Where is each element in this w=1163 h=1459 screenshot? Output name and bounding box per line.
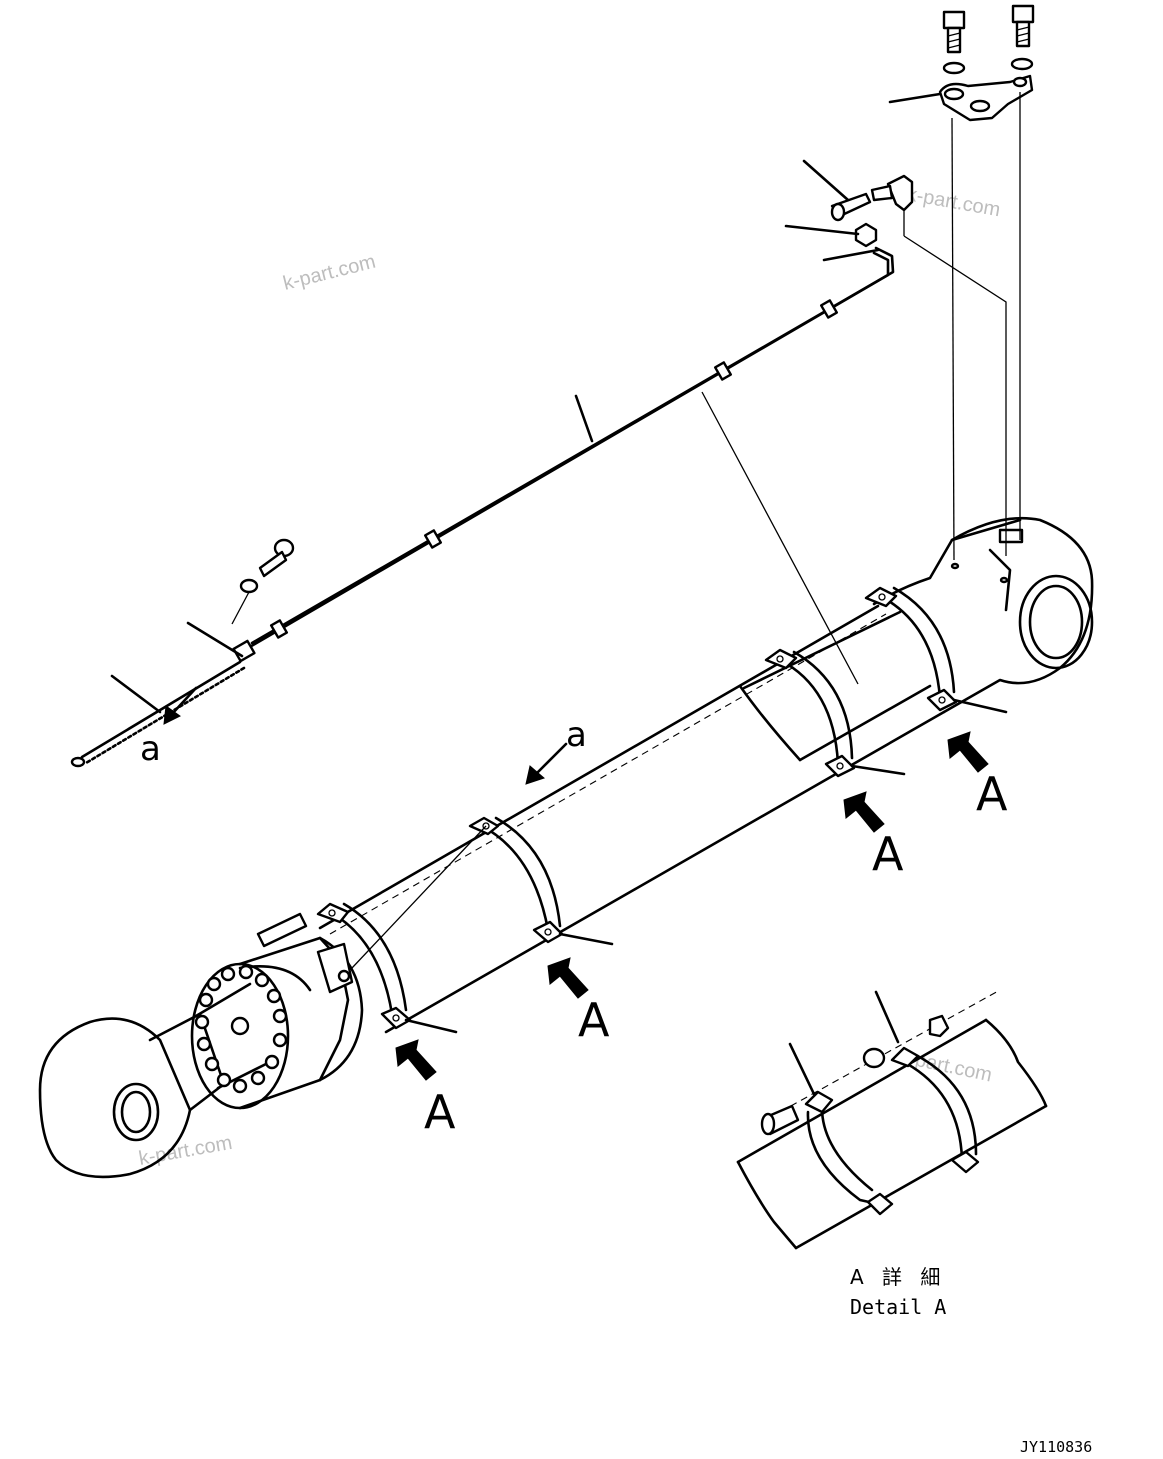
view-arrow-1 <box>395 1039 437 1081</box>
clamp-3 <box>764 648 856 778</box>
projection-lines <box>351 92 1021 969</box>
leader-clamp-2 <box>558 932 614 946</box>
watermark-1: k-part.com <box>281 251 378 295</box>
section-label-a-right: a <box>566 715 587 755</box>
view-label-4: A <box>976 767 1008 821</box>
leader-nut <box>784 224 860 236</box>
watermark-2: k-part.com <box>905 183 1002 221</box>
detail-title-en: Detail A <box>850 1295 946 1319</box>
grease-elbow-fitting <box>870 174 914 236</box>
leader-spring-hose <box>110 674 162 714</box>
view-arrow-4 <box>947 731 989 773</box>
clamp-4 <box>864 586 958 712</box>
section-a-arrow-left <box>163 686 198 725</box>
grease-tube <box>246 246 895 650</box>
cylinder-gland <box>190 912 364 1110</box>
hose-fitting <box>830 192 872 222</box>
leader-plate <box>888 92 942 104</box>
top-washer-right <box>1010 57 1034 71</box>
clamp-1 <box>316 902 412 1030</box>
leader-end-fitting <box>186 621 244 658</box>
detail-title-jp: A 詳 細 <box>850 1265 946 1289</box>
nut-fitting <box>854 222 878 248</box>
view-arrow-3 <box>843 791 885 833</box>
top-washer-left <box>942 61 966 75</box>
tube-bolt <box>258 538 295 578</box>
leader-clamp-3 <box>850 764 906 776</box>
detail-a-view <box>736 989 1048 1250</box>
view-arrow-2 <box>547 957 589 999</box>
clamp-2 <box>468 816 564 944</box>
top-bolt-left <box>942 10 966 54</box>
leader-hose-fitting <box>802 159 850 202</box>
mounting-plate <box>938 74 1034 122</box>
tube-washer <box>239 578 259 594</box>
view-label-3: A <box>872 827 904 881</box>
watermarks: k-part.com k-part.com k-part.com k-part.… <box>137 183 1002 1170</box>
view-label-1: A <box>424 1085 456 1139</box>
drawing-id: JY110836 <box>1020 1438 1092 1456</box>
leader-clamp-1 <box>404 1018 458 1034</box>
section-label-a-left: a <box>140 729 161 769</box>
view-label-2: A <box>578 993 610 1047</box>
top-bolt-right <box>1011 4 1035 48</box>
leader-tube-end <box>822 248 880 262</box>
leader-tube <box>574 394 594 443</box>
section-a-arrow-right <box>525 742 568 785</box>
tube-end-fitting <box>232 639 256 663</box>
leader-clamp-4 <box>952 698 1008 714</box>
